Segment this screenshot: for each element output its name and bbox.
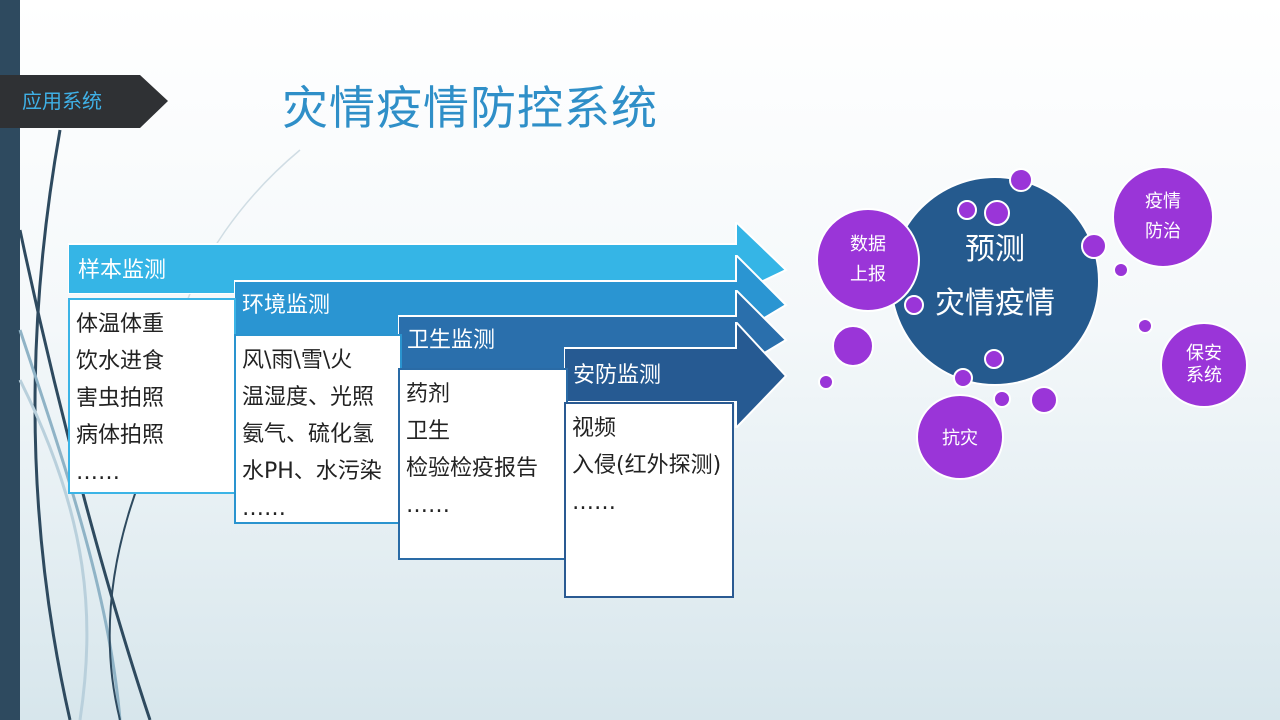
decor-dot	[984, 349, 1004, 369]
bubble-disaster-resistance: 抗灾	[916, 394, 1004, 480]
decor-dot	[1009, 168, 1033, 192]
decor-dot	[1081, 233, 1107, 259]
center-line1: 预测	[965, 232, 1025, 267]
header-hygiene-monitoring: 卫生监测	[407, 328, 496, 353]
decor-dot	[953, 368, 973, 388]
list-item: ……	[76, 460, 120, 485]
list-item: 氨气、硫化氢	[242, 422, 375, 447]
decor-dot	[957, 200, 977, 220]
list-item: ……	[242, 496, 286, 521]
list-item: 视频	[572, 416, 617, 441]
list-item: 水PH、水污染	[242, 459, 382, 484]
bubble-disaster-label: 抗灾	[942, 428, 978, 449]
decor-dot	[904, 295, 924, 315]
section-tab: 应用系统	[0, 75, 168, 128]
decor-dot	[832, 325, 874, 367]
left-accent-bar	[0, 0, 20, 720]
list-hygiene-monitoring: 药剂 卫生 检验检疫报告 ……	[398, 368, 568, 560]
bubble-epidemic-line2: 防治	[1145, 221, 1181, 242]
bubble-epidemic-line1: 疫情	[1145, 191, 1181, 212]
bubble-data-report: 数据 上报	[816, 208, 920, 312]
list-item: 害虫拍照	[76, 386, 165, 411]
list-item: 药剂	[406, 382, 451, 407]
header-security-monitoring: 安防监测	[573, 363, 662, 388]
arrow-sample-monitoring	[68, 222, 788, 294]
list-item: 入侵(红外探测)	[572, 453, 722, 478]
list-item: ……	[406, 493, 450, 518]
list-security-monitoring: 视频 入侵(红外探测) ……	[564, 402, 734, 598]
center-line2: 灾情疫情	[935, 286, 1055, 321]
decor-dot	[1113, 262, 1129, 278]
list-item: 检验检疫报告	[406, 456, 539, 481]
list-item: 饮水进食	[76, 349, 165, 374]
list-sample-monitoring: 体温体重 饮水进食 害虫拍照 病体拍照 ……	[68, 298, 236, 494]
bubble-epidemic-prevention: 疫情 防治	[1112, 166, 1214, 268]
decor-dot	[984, 200, 1010, 226]
decorative-curves	[18, 129, 301, 720]
bubble-security-line1: 保安	[1186, 343, 1222, 364]
decor-dot	[1030, 386, 1058, 414]
decor-dot	[993, 390, 1011, 408]
list-item: 病体拍照	[76, 423, 165, 448]
list-item: 卫生	[406, 419, 451, 444]
list-item: 体温体重	[76, 312, 165, 337]
bubble-security-system: 保安 系统	[1160, 322, 1248, 408]
page-title: 灾情疫情防控系统	[282, 81, 658, 135]
list-item: 温湿度、光照	[242, 385, 375, 410]
decor-dot	[818, 374, 834, 390]
bubble-data-report-line1: 数据	[850, 234, 886, 255]
list-item: ……	[572, 490, 616, 515]
header-environment-monitoring: 环境监测	[242, 293, 331, 318]
list-item: 风\雨\雪\火	[242, 348, 353, 373]
list-environment-monitoring: 风\雨\雪\火 温湿度、光照 氨气、硫化氢 水PH、水污染 ……	[234, 334, 402, 524]
bubble-data-report-line2: 上报	[850, 264, 886, 285]
header-sample-monitoring: 样本监测	[78, 258, 167, 283]
decor-dot	[1137, 318, 1153, 334]
bubble-security-line2: 系统	[1186, 365, 1222, 386]
